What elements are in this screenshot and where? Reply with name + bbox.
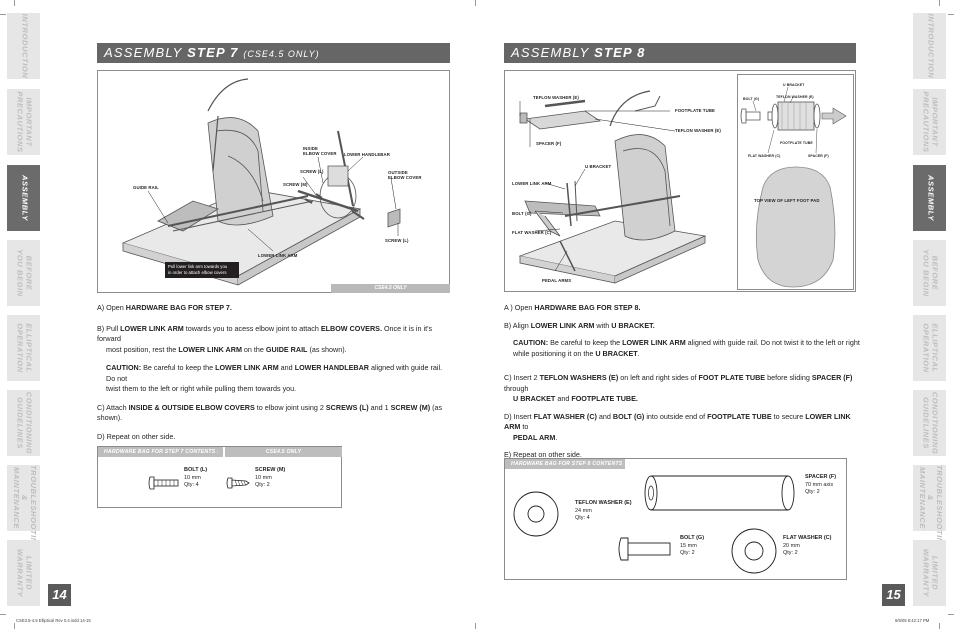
instruction-c: C) Attach INSIDE & OUTSIDE ELBOW COVERS … bbox=[97, 402, 443, 423]
label-lower-handlebar: LOWER HANDLEBAR bbox=[344, 152, 390, 157]
elliptical-drawing-step-7 bbox=[121, 78, 401, 286]
label-teflon-washer-e-right: TEFLON WASHER (E) bbox=[675, 128, 721, 133]
crop-mark bbox=[0, 14, 6, 15]
tab-before-you-begin[interactable]: BEFORE YOU BEGIN bbox=[913, 240, 946, 306]
tab-troubleshooting[interactable]: TROUBLESHOOTING & MAINTENANCE bbox=[7, 465, 40, 550]
instruction-b-cont: most position, rest the LOWER LINK ARM o… bbox=[106, 344, 347, 354]
page-number-left: 14 bbox=[48, 584, 71, 606]
instruction-b: B) Pull LOWER LINK ARM towards you to ac… bbox=[97, 323, 433, 344]
label-outside-elbow-cover: OUTSIDE ELBOW COVER bbox=[388, 170, 422, 180]
tab-introduction[interactable]: INTRODUCTION bbox=[913, 13, 946, 79]
hardware-bag-step-7: HARDWARE BAG FOR STEP 7 CONTENTS : CSE4.… bbox=[97, 446, 342, 508]
instruction-a: A ) Open HARDWARE BAG FOR STEP 8. bbox=[504, 303, 641, 312]
callout-pull-lower-link-arm: Pull lower link arm towards you in order… bbox=[165, 262, 239, 278]
hardware-item-flat-washer: FLAT WASHER (C) 20 mm Qty: 2 bbox=[783, 535, 832, 556]
foot-pad-inset: U BRACKET TEFLON WASHER (E) BOLT (G) FOO… bbox=[737, 74, 854, 290]
hardware-item-bolt-g: BOLT (G) 15 mm Qty: 2 bbox=[680, 535, 705, 556]
screw-m-icon bbox=[226, 477, 250, 489]
instruction-d: D) Insert FLAT WASHER (C) and BOLT (G) i… bbox=[504, 411, 851, 432]
crop-mark bbox=[475, 0, 476, 6]
inset-label-top-view: TOP VIEW OF LEFT FOOT PAD bbox=[754, 198, 820, 203]
page-number-right: 15 bbox=[882, 584, 905, 606]
inset-label-u-bracket: U BRACKET bbox=[783, 83, 805, 87]
crop-mark bbox=[948, 14, 954, 15]
step-7-figure: GUIDE RAIL INSIDE ELBOW COVER LOWER HAND… bbox=[97, 70, 450, 293]
hardware-item-spacer: SPACER (F) 70 mm axis Qty: 2 bbox=[805, 474, 837, 495]
bolt-g-icon bbox=[618, 537, 671, 561]
instruction-caution-cont: while positioning it on the U BRACKET. bbox=[513, 348, 640, 358]
label-flat-washer-c: FLAT WASHER (C) bbox=[512, 230, 552, 235]
footer-file-slug: CSE3.5-4.5 Elliptical Rev 0.4.indd 14-15 bbox=[16, 618, 91, 623]
hardware-bag-step-8: HARDWARE BAG FOR STEP 8 CONTENTS : TEFLO… bbox=[504, 458, 847, 580]
instruction-b: B) Align LOWER LINK ARM with U BRACKET. bbox=[504, 320, 655, 330]
label-screw-m: SCREW (M) bbox=[283, 182, 308, 187]
spacer-icon bbox=[644, 475, 795, 511]
instruction-c-cont: U BRACKET and FOOTPLATE TUBE. bbox=[513, 394, 638, 403]
instruction-caution-cont: twist them to the left or right while pu… bbox=[106, 384, 297, 393]
label-pedal-arms: PEDAL ARMS bbox=[542, 278, 572, 283]
label-bolt-g: BOLT (G) bbox=[512, 211, 532, 216]
tab-limited-warranty[interactable]: LIMITED WARRANTY bbox=[913, 540, 946, 606]
crop-mark bbox=[948, 614, 954, 615]
crop-mark bbox=[14, 0, 15, 6]
tab-important-precautions[interactable]: IMPORTANT PRECAUTIONS bbox=[913, 89, 946, 155]
flat-washer-icon bbox=[731, 528, 777, 574]
crop-mark bbox=[0, 614, 6, 615]
bolt-l-icon bbox=[148, 476, 179, 490]
inset-label-footplate-tube: FOOTPLATE TUBE bbox=[780, 141, 813, 145]
teflon-washer-icon bbox=[513, 491, 559, 537]
hardware-header: HARDWARE BAG FOR STEP 7 CONTENTS : bbox=[98, 447, 223, 457]
instruction-c: C) Insert 2 TEFLON WASHERS (E) on left a… bbox=[504, 373, 853, 393]
inset-label-bolt-g: BOLT (G) bbox=[743, 97, 760, 101]
instruction-caution: CAUTION: Be careful to keep the LOWER LI… bbox=[106, 363, 443, 383]
tab-important-precautions[interactable]: IMPORTANT PRECAUTIONS bbox=[7, 89, 40, 155]
label-inside-elbow-cover: INSIDE ELBOW COVER bbox=[303, 146, 337, 156]
label-screw-l-top: SCREW (L) bbox=[300, 169, 324, 174]
step-8-title-banner: ASSEMBLY STEP 8 bbox=[504, 43, 856, 63]
inset-label-flat-washer-c: FLAT WASHER (C) bbox=[748, 154, 781, 158]
instruction-caution: CAUTION: Be careful to keep the LOWER LI… bbox=[513, 338, 860, 347]
tab-conditioning-guidelines[interactable]: CONDITIONING GUIDELINES bbox=[7, 390, 40, 456]
instruction-d: D) Repeat on other side. bbox=[97, 431, 176, 441]
label-screw-l-bottom: SCREW (L) bbox=[385, 238, 409, 243]
tab-assembly[interactable]: ASSEMBLY bbox=[7, 165, 40, 231]
tag-cse45-only: CSE4.5 ONLY bbox=[331, 284, 450, 293]
label-u-bracket: U BRACKET bbox=[585, 164, 612, 169]
inset-label-spacer-f: SPACER (F) bbox=[808, 154, 829, 158]
step-8-figure: TEFLON WASHER (E) FOOTPLATE TUBE TEFLON … bbox=[504, 70, 856, 292]
tab-before-you-begin[interactable]: BEFORE YOU BEGIN bbox=[7, 240, 40, 306]
instruction-a: A) Open HARDWARE BAG FOR STEP 7. bbox=[97, 303, 232, 312]
instruction-d-cont: PEDAL ARM. bbox=[513, 432, 558, 442]
tab-troubleshooting[interactable]: TROUBLESHOOTING & MAINTENANCE bbox=[913, 465, 946, 550]
label-guide-rail: GUIDE RAIL bbox=[133, 185, 159, 190]
tab-conditioning-guidelines[interactable]: CONDITIONING GUIDELINES bbox=[913, 390, 946, 456]
hardware-item-screw-m: SCREW (M) 10 mm Qty: 2 bbox=[255, 467, 286, 488]
label-lower-link-arm: LOWER LINK ARM bbox=[258, 253, 298, 258]
step-7-title-banner: ASSEMBLY STEP 7 (CSE4.5 ONLY) bbox=[97, 43, 450, 63]
inset-label-teflon-washer-e: TEFLON WASHER (E) bbox=[776, 95, 814, 99]
hardware-item-teflon-washer: TEFLON WASHER (E) 24 mm Qty: 4 bbox=[575, 500, 632, 521]
crop-mark bbox=[939, 0, 940, 6]
tab-assembly[interactable]: ASSEMBLY bbox=[913, 165, 946, 231]
step-7-instructions: A) Open HARDWARE BAG FOR STEP 7. B) Pull… bbox=[97, 303, 453, 442]
elliptical-drawing-step-8 bbox=[518, 90, 707, 284]
crop-mark bbox=[14, 623, 15, 629]
label-footplate-tube: FOOTPLATE TUBE bbox=[675, 108, 715, 113]
label-spacer-f: SPACER (F) bbox=[536, 141, 562, 146]
crop-mark bbox=[939, 623, 940, 629]
footer-timestamp: 6/5/05 6:42:17 PM bbox=[895, 618, 930, 623]
hardware-header: HARDWARE BAG FOR STEP 8 CONTENTS : bbox=[505, 459, 625, 477]
foot-pad-top-view bbox=[740, 86, 847, 288]
instruction-e: E) Repeat on other side. bbox=[504, 450, 582, 459]
label-lower-link-arm: LOWER LINK ARM bbox=[512, 181, 552, 186]
crop-mark bbox=[475, 623, 476, 629]
tab-introduction[interactable]: INTRODUCTION bbox=[7, 13, 40, 79]
step-8-instructions: A ) Open HARDWARE BAG FOR STEP 8. B) Ali… bbox=[504, 303, 866, 461]
tab-elliptical-operation[interactable]: ELLIPTICAL OPERATION bbox=[7, 315, 40, 381]
tab-elliptical-operation[interactable]: ELLIPTICAL OPERATION bbox=[913, 315, 946, 381]
tab-limited-warranty[interactable]: LIMITED WARRANTY bbox=[7, 540, 40, 606]
hardware-header-tag: CSE4.5 ONLY bbox=[225, 447, 342, 457]
hardware-item-bolt-l: BOLT (L) 10 mm Qty: 4 bbox=[184, 467, 208, 488]
label-teflon-washer-e-left: TEFLON WASHER (E) bbox=[533, 95, 579, 100]
